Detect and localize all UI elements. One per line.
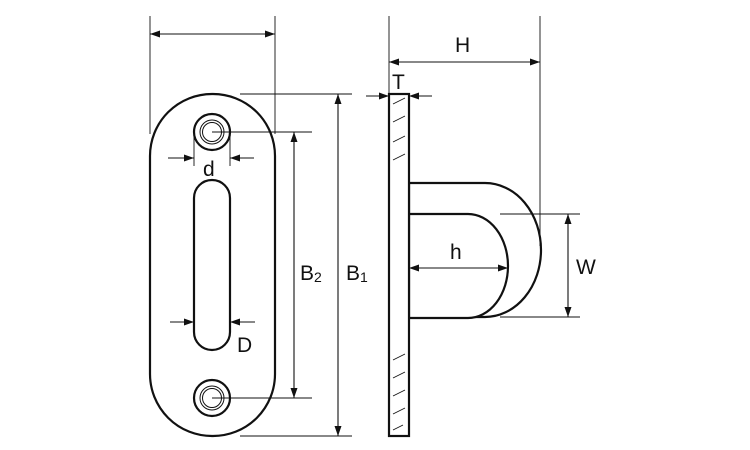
center-slot [192, 178, 232, 352]
u-ring [407, 181, 543, 320]
plate-hatching [392, 97, 406, 431]
B2-dimension: B2 [212, 131, 322, 399]
label-h: h [450, 241, 462, 264]
width-dimension [149, 16, 276, 134]
d-dimension: d [168, 132, 254, 181]
label-B2: B2 [300, 262, 322, 285]
label-W: W [576, 256, 596, 279]
label-d: d [203, 158, 215, 181]
u-ring-inner [407, 212, 510, 320]
front-view: d D B2 B1 [148, 16, 368, 438]
label-D: D [237, 334, 252, 357]
D-dimension: D [170, 318, 255, 357]
T-dimension: T [366, 71, 432, 100]
label-B1: B1 [346, 262, 368, 285]
label-H: H [455, 34, 470, 57]
side-view: H T h W [366, 16, 596, 438]
side-plate [387, 92, 411, 438]
W-dimension: W [500, 213, 596, 318]
label-T: T [392, 71, 405, 94]
H-dimension: H [388, 16, 541, 246]
h-dimension: h [409, 241, 508, 272]
B1-dimension: B1 [240, 93, 368, 437]
